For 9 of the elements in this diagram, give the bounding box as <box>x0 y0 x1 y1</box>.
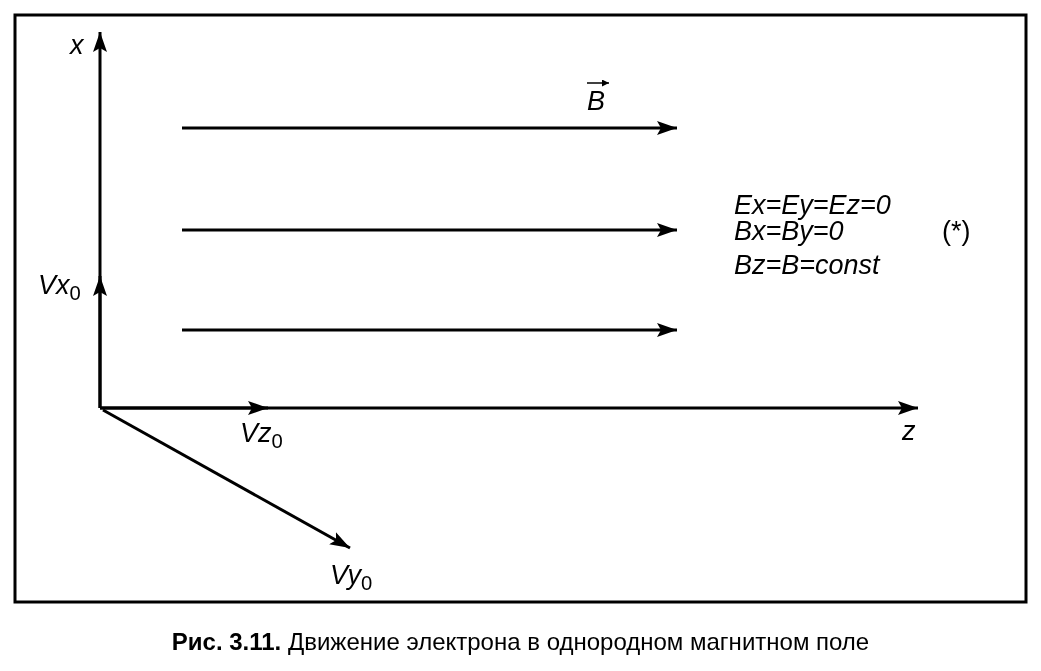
equation: Bz=B=const <box>734 252 880 279</box>
vector-label: B <box>587 88 605 115</box>
equation-mark: (*) <box>942 218 971 245</box>
vector-label: Vx$_{0}$ <box>38 272 81 304</box>
vector-label: Vz$_{0}$ <box>240 420 283 452</box>
axis-label: x <box>70 32 84 59</box>
vector-label: Vy$_{0}$ <box>330 562 373 594</box>
axis-label: z <box>902 418 916 445</box>
figure-caption: Рис. 3.11. Движение электрона в однородном магнитном поле <box>170 628 871 656</box>
